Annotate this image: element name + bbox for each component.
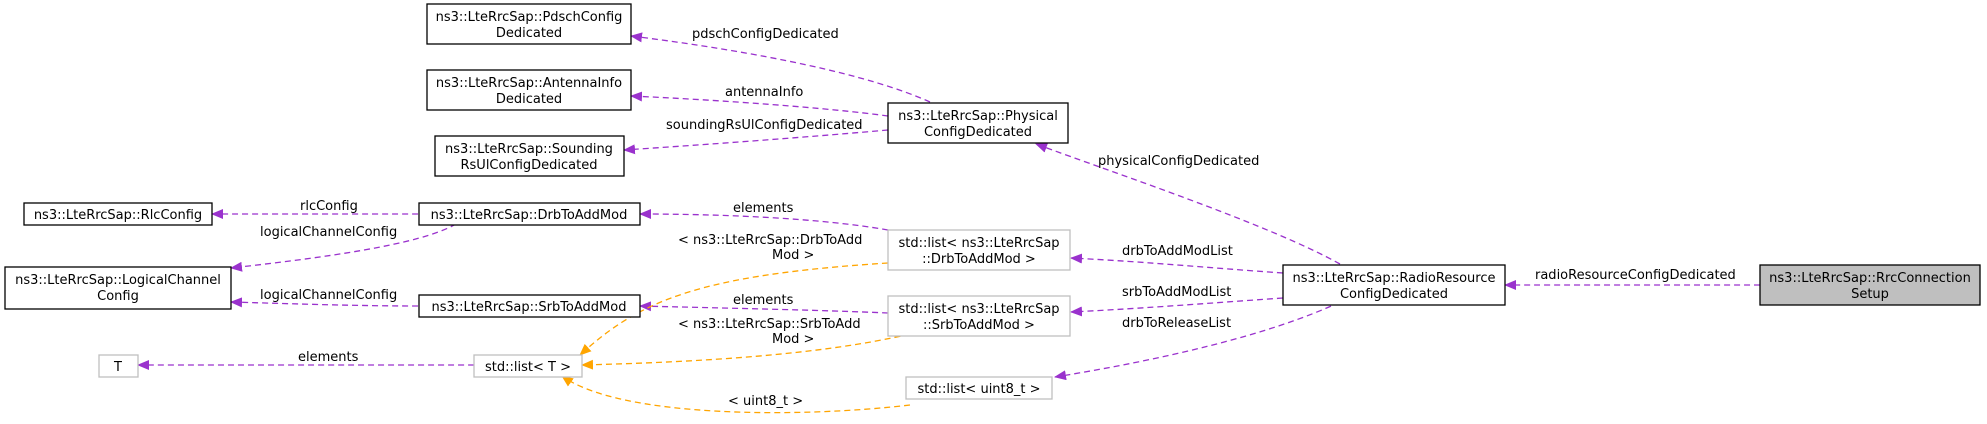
edge-elements-srb: elements xyxy=(639,293,889,314)
edge-label-template-uint8: < uint8_t > xyxy=(728,394,803,409)
node-physical-line1: ns3::LteRrcSap::Physical xyxy=(898,109,1058,124)
edge-elements-drb: elements xyxy=(639,201,889,231)
node-rlc-config[interactable]: ns3::LteRrcSap::RlcConfig xyxy=(23,202,213,226)
edge-label-srb-to-add-mod-list: srbToAddModList xyxy=(1122,285,1231,300)
node-srb-list-line2: ::SrbToAddMod > xyxy=(923,318,1035,333)
edge-rlc-config: rlcConfig xyxy=(211,199,418,219)
edge-template-drb: < ns3::LteRrcSap::DrbToAdd Mod > xyxy=(579,233,889,356)
node-std-list-t-label: std::list< T > xyxy=(485,360,571,375)
node-rrc-setup-line2: Setup xyxy=(1851,287,1889,302)
edge-label-pdsch-config-dedicated: pdschConfigDedicated xyxy=(692,27,839,42)
node-drb-list[interactable]: std::list< ns3::LteRrcSap ::DrbToAddMod … xyxy=(887,229,1071,271)
edge-physical-config-dedicated: physicalConfigDedicated xyxy=(1035,143,1341,265)
edge-drb-to-release-list: drbToReleaseList xyxy=(1054,301,1341,381)
node-antenna-line1: ns3::LteRrcSap::AntennaInfo xyxy=(436,76,622,91)
node-uint8-list-label: std::list< uint8_t > xyxy=(917,382,1040,397)
node-drb-list-line2: ::DrbToAddMod > xyxy=(922,252,1036,267)
edge-label-drb-to-add-mod-list: drbToAddModList xyxy=(1122,244,1233,259)
node-rlc-config-label: ns3::LteRrcSap::RlcConfig xyxy=(34,208,202,223)
node-physical-line2: ConfigDedicated xyxy=(924,125,1032,140)
node-sounding-rs-ul-config-dedicated[interactable]: ns3::LteRrcSap::Sounding RsUlConfigDedic… xyxy=(434,135,625,177)
node-t[interactable]: T xyxy=(98,354,139,378)
edge-label-antenna-info: antennaInfo xyxy=(725,85,803,100)
edge-label-sounding-rs-ul-config-dedicated: soundingRsUlConfigDedicated xyxy=(666,118,863,133)
edge-antenna-info: antennaInfo xyxy=(630,85,889,117)
edge-sounding-rs-ul-config-dedicated: soundingRsUlConfigDedicated xyxy=(623,118,889,155)
edge-label-radio-resource-config-dedicated: radioResourceConfigDedicated xyxy=(1535,268,1736,283)
edge-label-elements-drb: elements xyxy=(733,201,794,216)
edge-elements-t: elements xyxy=(137,350,474,370)
edge-label-physical-config-dedicated: physicalConfigDedicated xyxy=(1098,154,1259,169)
edge-drb-to-add-mod-list: drbToAddModList xyxy=(1070,244,1284,274)
edge-logical-channel-config-drb: logicalChannelConfig xyxy=(230,223,457,272)
node-pdsch-line2: Dedicated xyxy=(496,26,562,41)
edge-label-logical-channel-config-drb: logicalChannelConfig xyxy=(260,225,397,240)
node-radio-resource-line2: ConfigDedicated xyxy=(1340,287,1448,302)
edge-label-template-srb-line2: Mod > xyxy=(772,332,814,347)
edge-label-rlc-config: rlcConfig xyxy=(300,199,358,214)
node-uint8-list[interactable]: std::list< uint8_t > xyxy=(905,376,1053,400)
node-drb-to-add-mod[interactable]: ns3::LteRrcSap::DrbToAddMod xyxy=(418,202,641,226)
edge-label-elements-srb: elements xyxy=(733,293,794,308)
node-srb-to-add-mod[interactable]: ns3::LteRrcSap::SrbToAddMod xyxy=(418,294,641,318)
edge-label-elements-t: elements xyxy=(298,350,359,365)
node-radio-resource-config-dedicated[interactable]: ns3::LteRrcSap::RadioResource ConfigDedi… xyxy=(1282,264,1506,306)
node-pdsch-config-dedicated[interactable]: ns3::LteRrcSap::PdschConfig Dedicated xyxy=(426,3,632,45)
edge-label-logical-channel-config-srb: logicalChannelConfig xyxy=(260,288,397,303)
node-drb-list-line1: std::list< ns3::LteRrcSap xyxy=(898,236,1059,251)
node-physical-config-dedicated[interactable]: ns3::LteRrcSap::Physical ConfigDedicated xyxy=(887,102,1069,144)
edge-srb-to-add-mod-list: srbToAddModList xyxy=(1070,285,1284,317)
node-sounding-line1: ns3::LteRrcSap::Sounding xyxy=(445,142,613,157)
node-radio-resource-line1: ns3::LteRrcSap::RadioResource xyxy=(1293,271,1496,286)
node-t-label: T xyxy=(113,360,122,375)
node-srb-to-add-mod-label: ns3::LteRrcSap::SrbToAddMod xyxy=(432,300,627,315)
node-sounding-line2: RsUlConfigDedicated xyxy=(461,158,598,173)
node-std-list-t[interactable]: std::list< T > xyxy=(473,354,583,378)
node-rrc-connection-setup[interactable]: ns3::LteRrcSap::RrcConnection Setup xyxy=(1759,264,1981,306)
node-drb-to-add-mod-label: ns3::LteRrcSap::DrbToAddMod xyxy=(431,208,628,223)
edge-template-srb: < ns3::LteRrcSap::SrbToAdd Mod > xyxy=(581,317,911,370)
node-antenna-info-dedicated[interactable]: ns3::LteRrcSap::AntennaInfo Dedicated xyxy=(426,69,632,111)
edge-label-drb-to-release-list: drbToReleaseList xyxy=(1122,316,1231,331)
node-logical-channel-config[interactable]: ns3::LteRrcSap::LogicalChannel Config xyxy=(4,266,232,310)
node-antenna-line2: Dedicated xyxy=(496,92,562,107)
node-pdsch-line1: ns3::LteRrcSap::PdschConfig xyxy=(436,10,623,25)
edge-logical-channel-config-srb: logicalChannelConfig xyxy=(230,288,419,308)
edge-pdsch-config-dedicated: pdschConfigDedicated xyxy=(630,27,931,103)
node-logical-channel-line2: Config xyxy=(97,289,139,304)
edge-label-template-srb-line1: < ns3::LteRrcSap::SrbToAdd xyxy=(678,317,861,332)
edge-template-uint8: < uint8_t > xyxy=(561,375,911,414)
edge-label-template-drb-line2: Mod > xyxy=(772,248,814,263)
node-srb-list-line1: std::list< ns3::LteRrcSap xyxy=(898,302,1059,317)
node-srb-list[interactable]: std::list< ns3::LteRrcSap ::SrbToAddMod … xyxy=(887,295,1071,337)
edge-radio-resource-config-dedicated: radioResourceConfigDedicated xyxy=(1504,268,1760,290)
node-logical-channel-line1: ns3::LteRrcSap::LogicalChannel xyxy=(15,273,221,288)
node-rrc-setup-line1: ns3::LteRrcSap::RrcConnection xyxy=(1769,271,1971,286)
edge-label-template-drb-line1: < ns3::LteRrcSap::DrbToAdd xyxy=(678,233,862,248)
